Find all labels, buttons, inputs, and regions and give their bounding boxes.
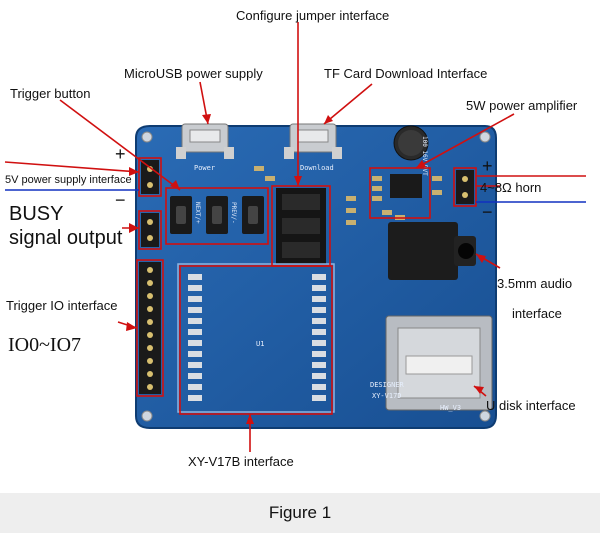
io-pin bbox=[147, 280, 153, 286]
caption-bar bbox=[0, 493, 600, 533]
io-pin bbox=[147, 293, 153, 299]
io-pin bbox=[147, 306, 153, 312]
silk-designer: DESIGNER bbox=[370, 381, 405, 389]
box-amp bbox=[369, 167, 431, 219]
label-five-v: 5V power supply interface bbox=[5, 174, 132, 186]
io-pin bbox=[147, 267, 153, 273]
module-pad bbox=[312, 307, 326, 313]
module-pad bbox=[312, 329, 326, 335]
module-pad bbox=[312, 340, 326, 346]
trigger-buttons bbox=[170, 196, 264, 234]
module-pad bbox=[188, 373, 202, 379]
label-plus-right: + bbox=[482, 156, 493, 176]
label-configure-jumper: Configure jumper interface bbox=[236, 8, 390, 23]
silk-power: Power bbox=[194, 164, 215, 172]
label-minus-left: − bbox=[115, 190, 126, 210]
label-tf-card: TF Card Download Interface bbox=[324, 66, 488, 81]
io-pin bbox=[147, 332, 153, 338]
module-pad bbox=[312, 384, 326, 390]
io-pin bbox=[147, 358, 153, 364]
box-5v bbox=[138, 157, 162, 197]
silk-btn-prev: PREV/- bbox=[230, 202, 237, 224]
io-pin bbox=[147, 345, 153, 351]
label-io-range: IO0~IO7 bbox=[8, 334, 82, 356]
silk-hw: HW_V3 bbox=[440, 404, 461, 412]
module-pad bbox=[312, 274, 326, 280]
figure-caption: Figure 1 bbox=[268, 503, 332, 522]
capacitor bbox=[393, 125, 429, 161]
module-pad bbox=[312, 362, 326, 368]
silk-u1: U1 bbox=[256, 340, 264, 348]
header-speaker bbox=[456, 170, 474, 204]
io-pin bbox=[147, 384, 153, 390]
module-pad bbox=[188, 384, 202, 390]
module-pad bbox=[188, 285, 202, 291]
io-pin bbox=[147, 371, 153, 377]
module-pad bbox=[312, 296, 326, 302]
label-xy-module: XY-V17B interface bbox=[188, 454, 294, 469]
label-udisk: U disk interface bbox=[486, 398, 576, 413]
label-power-amp: 5W power amplifier bbox=[466, 98, 578, 113]
header-5v bbox=[141, 160, 159, 194]
module-pad bbox=[188, 329, 202, 335]
io-header bbox=[139, 262, 161, 394]
module-pad bbox=[312, 318, 326, 324]
label-minus-right: − bbox=[482, 202, 493, 222]
jumper-block bbox=[276, 188, 326, 264]
box-speaker bbox=[453, 167, 477, 207]
module-pad bbox=[312, 395, 326, 401]
silk-btn-next: NEXT/+ bbox=[194, 202, 201, 224]
label-audio-1: 3.5mm audio bbox=[497, 276, 573, 291]
label-busy-2: signal output bbox=[9, 227, 123, 249]
label-busy-1: BUSY bbox=[9, 203, 64, 225]
mount-hole bbox=[479, 131, 491, 143]
io-header-pins bbox=[147, 267, 153, 390]
io-pin bbox=[147, 319, 153, 325]
module-pad bbox=[188, 340, 202, 346]
module-pad bbox=[188, 307, 202, 313]
module-pad bbox=[188, 395, 202, 401]
amplifier-chip bbox=[390, 174, 422, 198]
silk-model: XY-V17D bbox=[372, 392, 402, 400]
mount-hole bbox=[141, 131, 153, 143]
label-audio-2: interface bbox=[512, 306, 562, 321]
module-pad bbox=[188, 274, 202, 280]
annotation-arrows bbox=[4, 22, 515, 452]
module-pad bbox=[188, 362, 202, 368]
module-pad bbox=[312, 285, 326, 291]
header-busy bbox=[141, 213, 159, 247]
module-pad bbox=[188, 318, 202, 324]
label-plus-left: + bbox=[115, 144, 126, 164]
silk-download: Download bbox=[300, 164, 334, 172]
silk-cap: 100 16V RVT bbox=[421, 136, 428, 176]
box-busy bbox=[138, 210, 162, 250]
module-pad bbox=[188, 351, 202, 357]
module-footprint bbox=[177, 263, 335, 413]
label-trigger-button: Trigger button bbox=[10, 86, 91, 101]
box-module bbox=[179, 265, 333, 415]
usb-a-port bbox=[385, 315, 493, 411]
module-pad bbox=[312, 373, 326, 379]
label-microusb: MicroUSB power supply bbox=[124, 66, 263, 81]
audio-jack bbox=[388, 222, 476, 280]
board-diagram: Power Download DESIGNER XY-V17D HW_V3 U1… bbox=[4, 22, 586, 452]
label-trigger-io: Trigger IO interface bbox=[6, 298, 118, 313]
module-pad bbox=[188, 296, 202, 302]
microusb-port bbox=[176, 123, 234, 159]
mount-hole bbox=[141, 410, 153, 422]
mount-hole bbox=[479, 410, 491, 422]
polarity-lines bbox=[5, 189, 586, 203]
annotation-arrowheads bbox=[126, 114, 486, 424]
label-horn: 4~8Ω horn bbox=[480, 180, 542, 195]
module-pad bbox=[312, 351, 326, 357]
box-buttons bbox=[165, 187, 269, 245]
